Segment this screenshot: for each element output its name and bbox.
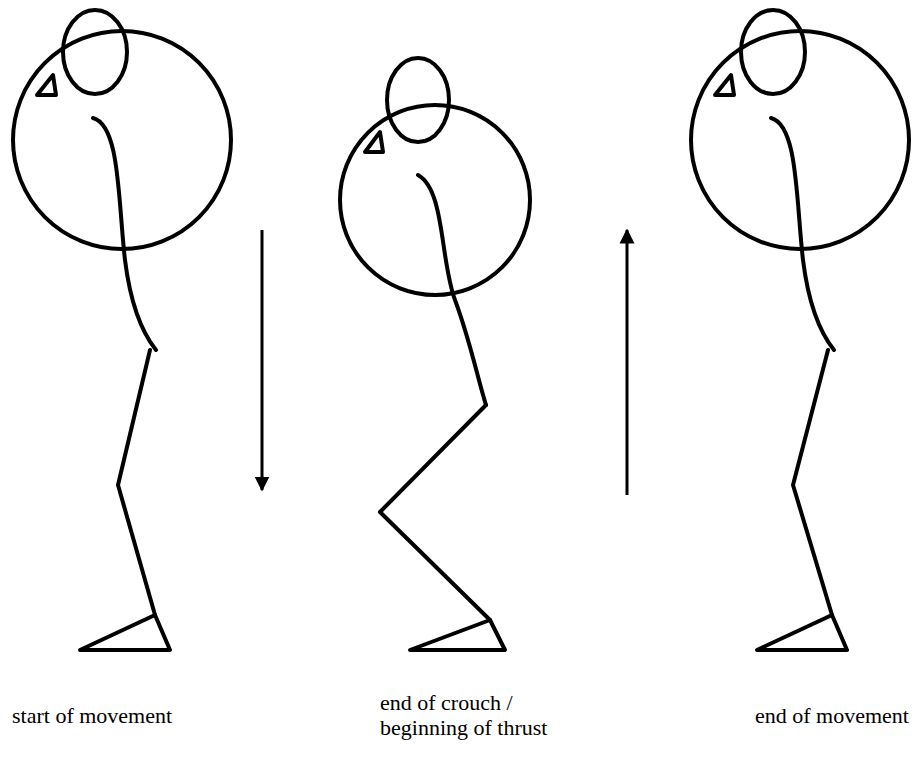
phase-caption: end of movement — [755, 703, 915, 728]
phase-caption: start of movement — [12, 703, 252, 728]
standing-figure — [13, 10, 231, 650]
phase-caption: end of crouch / beginning of thrust — [380, 690, 585, 740]
up-arrow — [626, 230, 629, 495]
down-arrow — [261, 230, 264, 490]
standing-figure — [691, 10, 909, 650]
crouching-figure — [340, 58, 530, 650]
